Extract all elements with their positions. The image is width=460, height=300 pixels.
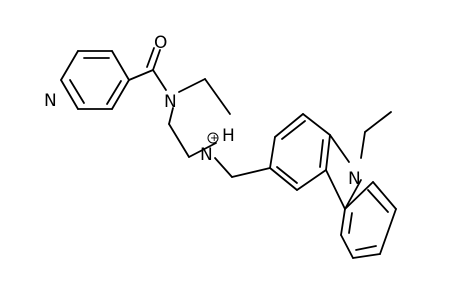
- bond: [168, 123, 190, 158]
- bond: [352, 253, 381, 259]
- bond: [178, 78, 206, 93]
- bond: [379, 208, 397, 255]
- bond: [344, 181, 374, 210]
- bond: [319, 139, 324, 168]
- bond: [325, 169, 346, 210]
- bond: [111, 50, 130, 81]
- bond: [60, 79, 79, 110]
- bond: [274, 113, 304, 138]
- bond: [214, 157, 233, 178]
- bond: [152, 49, 161, 71]
- bond: [269, 136, 276, 169]
- ethyl-group: [360, 111, 392, 159]
- bond: [340, 234, 354, 259]
- bond: [146, 47, 155, 68]
- bond: [348, 212, 353, 234]
- bond: [168, 107, 174, 125]
- piperazine-nitrogen-4-label: N: [200, 145, 213, 165]
- piperazine-nitrogen-1-label: N: [164, 92, 177, 112]
- bond: [372, 181, 397, 210]
- n-hydrogen-label: H: [222, 126, 235, 146]
- carbazole-ring-b: [325, 134, 362, 210]
- bond: [367, 189, 389, 213]
- bond: [276, 166, 298, 184]
- bond: [325, 134, 331, 171]
- bond: [106, 80, 122, 105]
- bond: [204, 78, 231, 115]
- bond: [188, 142, 217, 158]
- carbazole-ring-a: [269, 113, 331, 191]
- bond: [355, 245, 377, 251]
- bond: [302, 113, 331, 136]
- bond: [360, 131, 366, 159]
- positive-charge-label: +: [210, 133, 218, 144]
- piperazine-ring: [168, 78, 231, 158]
- bond: [128, 69, 154, 81]
- bond: [231, 167, 271, 178]
- bond: [69, 79, 85, 104]
- bond: [344, 179, 362, 210]
- pyridine-ring: [60, 50, 130, 110]
- charge-circle: [207, 132, 219, 144]
- bond: [152, 69, 167, 91]
- bond: [340, 208, 346, 236]
- bond: [296, 169, 327, 191]
- bond: [329, 134, 350, 163]
- bond: [269, 167, 298, 191]
- carbonyl-oxygen-label: O: [154, 33, 167, 53]
- bond: [281, 120, 306, 140]
- bond: [111, 79, 130, 110]
- methylene-linker: [214, 157, 271, 178]
- carbonyl-group: [128, 47, 167, 91]
- pyridine-nitrogen-label: N: [44, 91, 57, 111]
- carbazole-ring-c: [340, 181, 397, 259]
- carbazole-nitrogen-label: N: [348, 169, 361, 189]
- bond: [364, 111, 392, 133]
- bond: [60, 50, 79, 81]
